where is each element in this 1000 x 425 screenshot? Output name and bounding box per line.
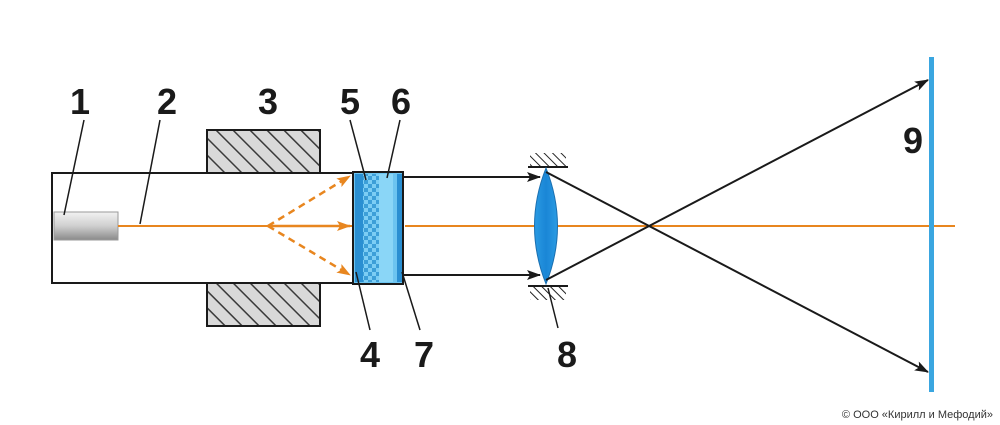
label-8: 8 bbox=[557, 334, 577, 375]
label-7: 7 bbox=[414, 334, 434, 375]
label-3: 3 bbox=[258, 81, 278, 122]
label-1: 1 bbox=[70, 81, 90, 122]
dashed-arrow-down bbox=[267, 224, 351, 277]
label-4: 4 bbox=[360, 334, 380, 375]
label-5: 5 bbox=[340, 81, 360, 122]
ray-bottom-to-top bbox=[545, 79, 929, 281]
element-outline bbox=[352, 171, 404, 285]
converging-lens bbox=[534, 166, 558, 286]
element-layer-7 bbox=[397, 174, 403, 282]
element-layer-4 bbox=[355, 174, 363, 282]
holder-block-bottom bbox=[206, 282, 321, 327]
leader-2 bbox=[139, 119, 161, 225]
element-layer-5-checker bbox=[363, 174, 379, 282]
ray-top-to-bottom bbox=[545, 171, 929, 373]
copyright-notice: © ООО «Кирилл и Мефодий» bbox=[842, 409, 993, 421]
leader-5 bbox=[349, 119, 367, 181]
holder-block-top bbox=[206, 129, 321, 174]
leader-7 bbox=[401, 271, 421, 331]
dashed-arrow-up bbox=[267, 174, 351, 228]
label-9: 9 bbox=[903, 120, 923, 161]
lens-mount-bottom bbox=[530, 286, 566, 300]
leader-6 bbox=[386, 119, 401, 179]
label-6: 6 bbox=[391, 81, 411, 122]
leader-1 bbox=[63, 119, 85, 216]
lens-mount-top bbox=[530, 153, 566, 167]
source-rod bbox=[53, 211, 119, 241]
label-2: 2 bbox=[157, 81, 177, 122]
projection-screen bbox=[929, 57, 934, 392]
element-layer-6 bbox=[379, 174, 393, 282]
leader-8 bbox=[547, 287, 559, 329]
leader-4 bbox=[355, 271, 371, 331]
